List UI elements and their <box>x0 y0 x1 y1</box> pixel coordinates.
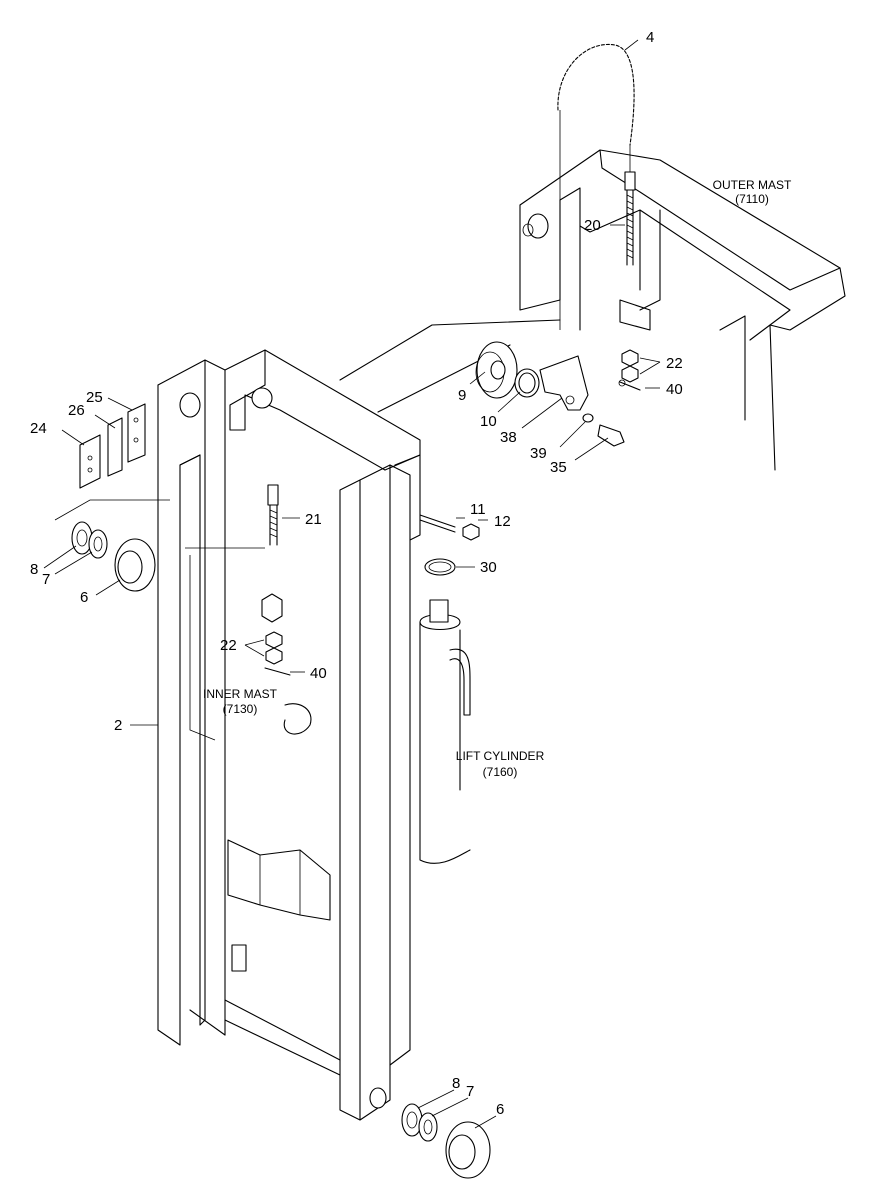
callout-39: 39 <box>530 445 547 462</box>
lift-chain <box>557 43 635 330</box>
callout-26: 26 <box>68 402 85 419</box>
bolt-35 <box>597 424 625 447</box>
outer-mast-code: (7110) <box>735 192 769 206</box>
side-roller-left <box>54 499 170 592</box>
stud-nut-ring <box>419 514 480 576</box>
callout-7-bottom: 7 <box>466 1083 474 1100</box>
callout-8-bottom: 8 <box>452 1075 460 1092</box>
callout-22-top: 22 <box>666 355 683 372</box>
leader-lines <box>43 39 661 1129</box>
callout-35: 35 <box>550 459 567 476</box>
assembly-captions: OUTER MAST (7110) INNER MAST (7130) LIFT… <box>203 178 792 779</box>
callout-8-left: 8 <box>30 561 38 578</box>
callout-2: 2 <box>114 717 122 734</box>
chain-anchor-inner <box>261 484 312 735</box>
callout-6-bottom: 6 <box>496 1101 504 1118</box>
callout-7-left: 7 <box>42 571 50 588</box>
callout-10: 10 <box>480 413 497 430</box>
chain-anchor-bracket <box>619 299 651 331</box>
nuts-and-cotter-pin-top <box>618 349 641 391</box>
washer <box>582 413 594 423</box>
callout-22-inner: 22 <box>220 637 237 654</box>
callout-11: 11 <box>470 501 486 518</box>
callout-6-left: 6 <box>80 589 88 606</box>
callout-4: 4 <box>646 29 654 46</box>
outer-mast-name: OUTER MAST <box>713 178 792 192</box>
lift-cylinder-name: LIFT CYLINDER <box>456 749 545 763</box>
callout-30: 30 <box>480 559 497 576</box>
inner-mast-code: (7130) <box>223 702 258 716</box>
outer-mast-frame <box>519 149 846 471</box>
callout-40-top: 40 <box>666 381 683 398</box>
callout-12: 12 <box>494 513 511 530</box>
callout-labels: 4 20 22 40 9 10 38 39 35 25 26 24 21 11 … <box>30 29 683 1118</box>
callout-9: 9 <box>458 387 466 404</box>
callout-24: 24 <box>30 420 47 437</box>
callout-40-inner: 40 <box>310 665 327 682</box>
shim-plates <box>79 403 146 489</box>
wheel-bracket <box>539 355 589 411</box>
side-roller-bottom <box>401 1103 491 1179</box>
inner-mast-name: INNER MAST <box>203 687 278 701</box>
callout-38: 38 <box>500 429 517 446</box>
callout-21: 21 <box>305 511 322 528</box>
callout-25: 25 <box>86 389 103 406</box>
lift-cylinder-code: (7160) <box>483 765 518 779</box>
chain-anchor-bolt <box>624 171 636 266</box>
inner-mast-frame <box>157 349 421 1121</box>
callout-20: 20 <box>584 217 601 234</box>
lift-cylinder <box>419 599 471 864</box>
chain-wheel-assembly <box>339 319 625 447</box>
